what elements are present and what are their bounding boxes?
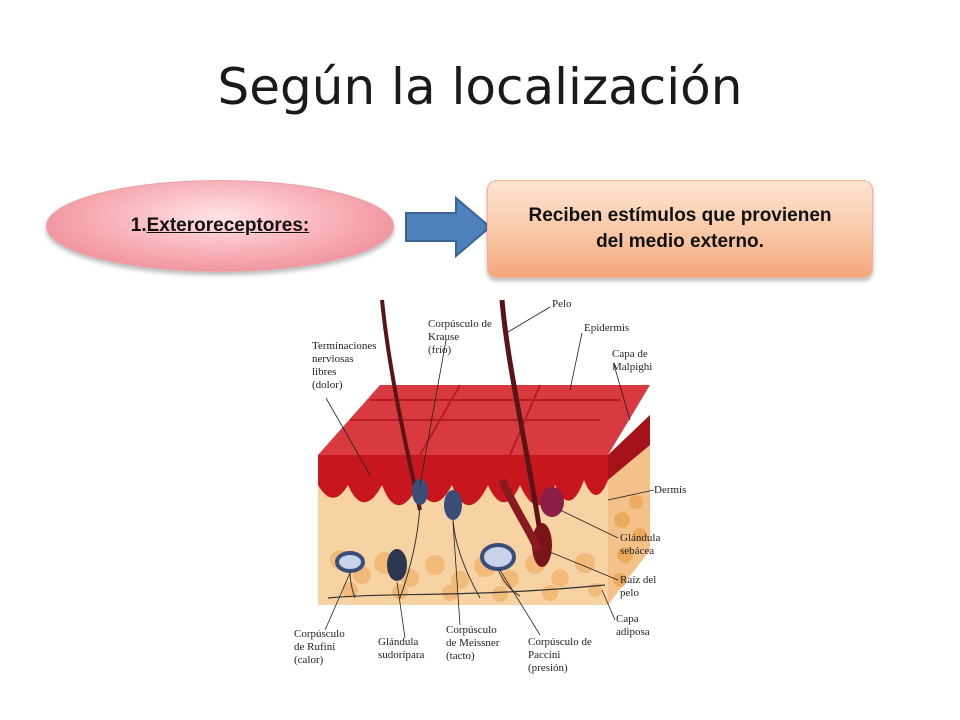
label-pelo: Pelo [552, 298, 572, 310]
label-meissner: Corpúsculo de Meissner (tacto) [446, 624, 500, 662]
skin-cross-section-illustration [318, 299, 655, 639]
hair-2 [499, 299, 545, 546]
right-arrow-icon [405, 196, 492, 258]
skin-diagram: Pelo Epidermis Capa de Malpighi Corpúscu… [270, 280, 710, 700]
label-adiposa: Capa adiposa [616, 613, 650, 638]
label-malpighi: Capa de Malpighi [612, 348, 653, 373]
exteroreceptores-label: 1.Exteroreceptores: [131, 215, 309, 237]
paccini-corpuscle [480, 543, 516, 571]
label-ruffini: Corpúsculo de Rufini (calor) [294, 628, 345, 666]
hair-root [532, 523, 552, 567]
definition-text: Reciben estímulos que provienen del medi… [528, 205, 832, 252]
label-dermis: Dermis [654, 484, 687, 496]
hair-1 [380, 299, 422, 511]
sweat-gland [387, 549, 407, 581]
label-sudoripara: Glándula sudorípara [378, 636, 425, 661]
leader-lines [324, 306, 655, 639]
exteroreceptores-number: 1. [130, 215, 147, 236]
exteroreceptores-shape: 1.Exteroreceptores: [46, 180, 394, 272]
label-terminaciones: Terminaciones nerviosas libres (dolor) [312, 340, 377, 391]
label-raiz: Raíz del pelo [620, 574, 657, 599]
sebaceous-gland [540, 487, 564, 517]
label-sebacea: Glándula sebácea [620, 532, 661, 557]
ruffini-corpuscle [335, 551, 365, 573]
label-epidermis: Epidermis [584, 322, 630, 334]
slide-title: Según la localización [217, 58, 743, 116]
label-krause: Corpúsculo de Krause (frío) [428, 318, 492, 356]
krause-corpuscle [412, 479, 428, 505]
meissner-corpuscle [444, 490, 462, 520]
exteroreceptores-text: Exteroreceptores: [146, 215, 310, 236]
epidermis-front [318, 455, 608, 506]
definition-box: Reciben estímulos que provienen del medi… [487, 180, 873, 278]
label-paccini: Corpúsculo de Paccini (presión) [528, 636, 592, 674]
